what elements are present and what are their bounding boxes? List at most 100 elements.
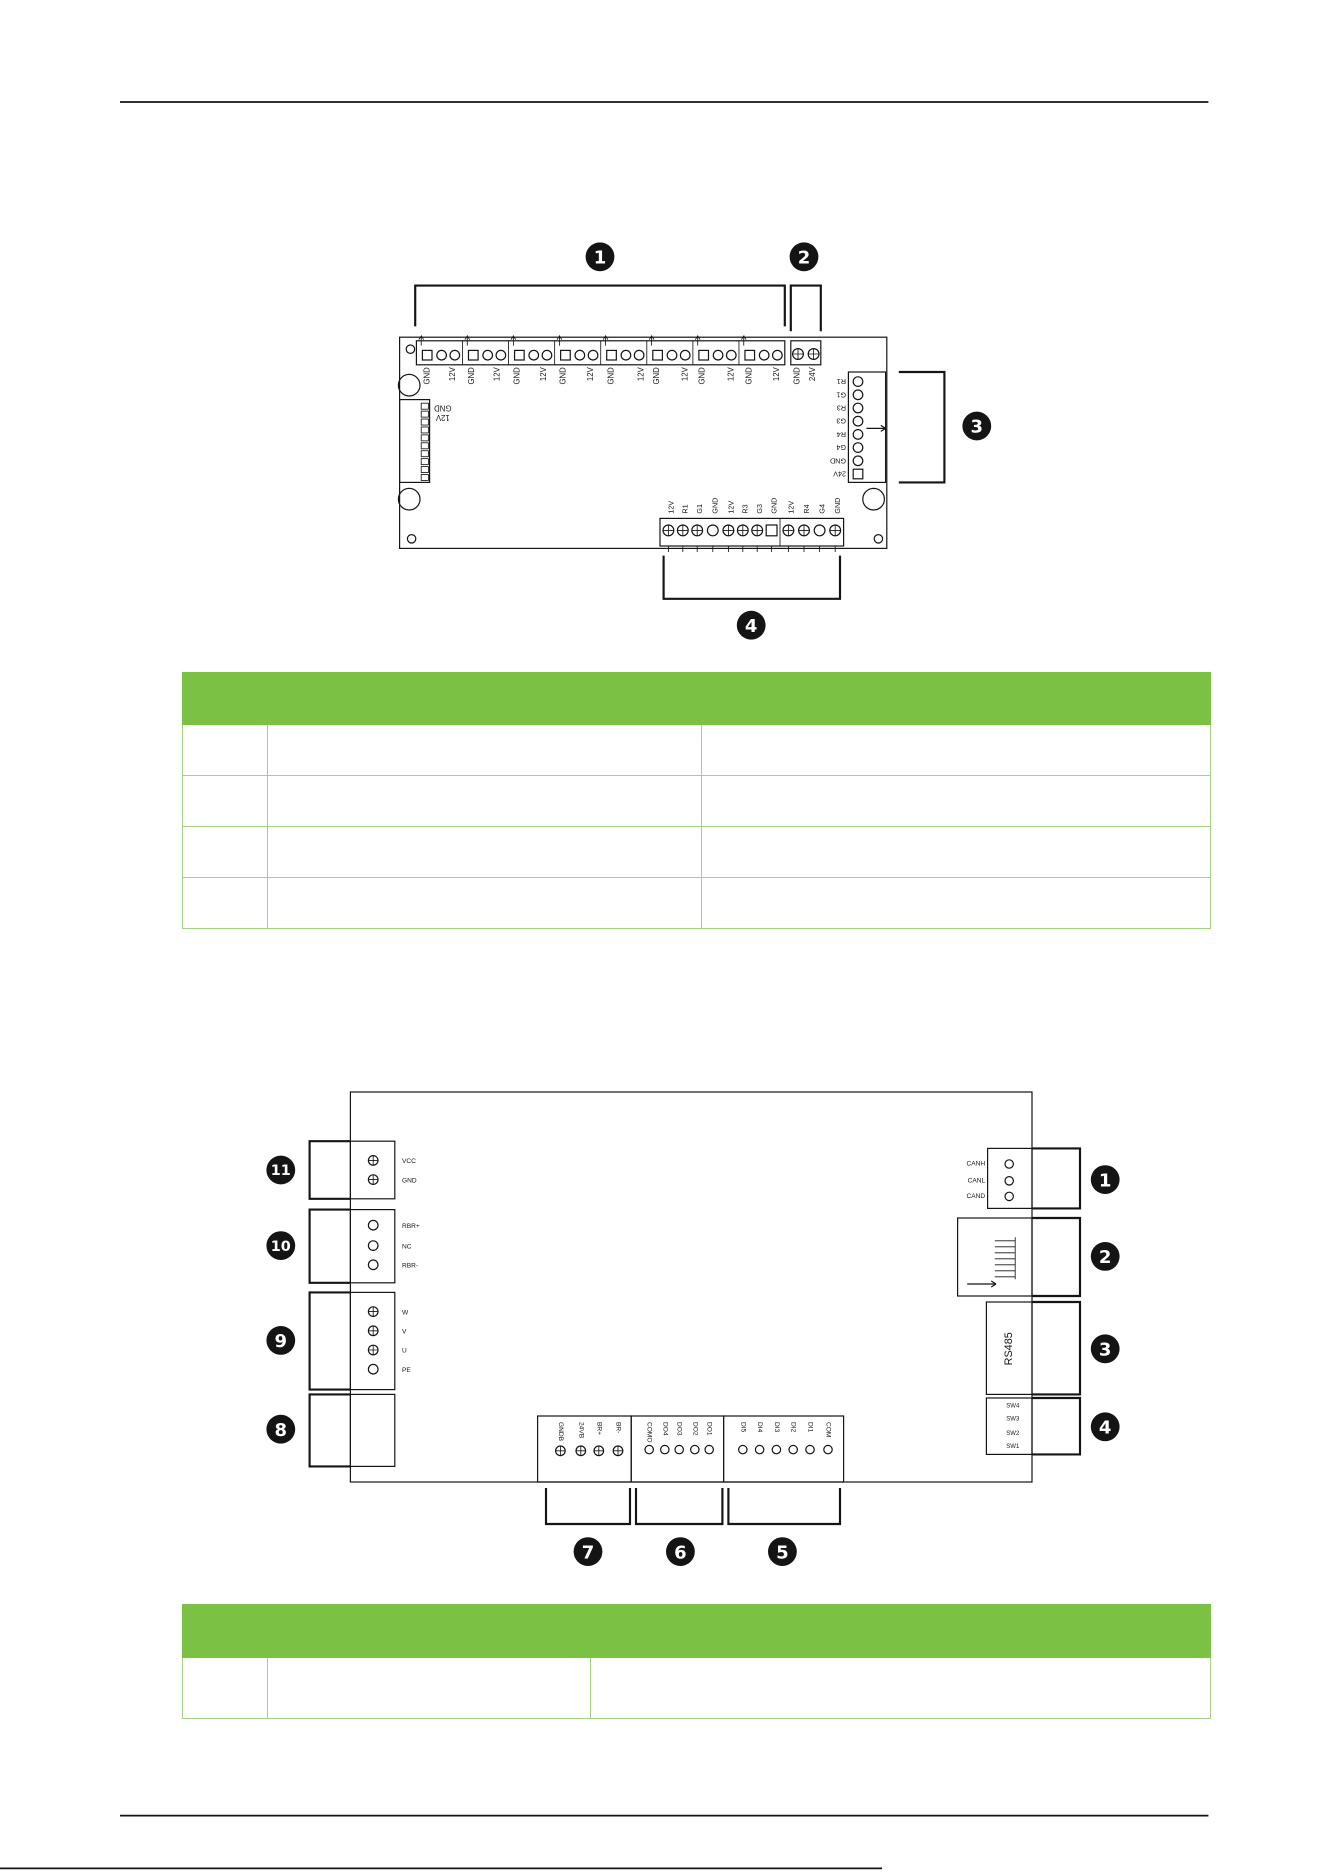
pin-terminal [758,349,770,361]
rs485-label: RS485 [1003,1332,1015,1365]
connector-9-housing [349,1291,396,1391]
callout-number: 2 [1099,1247,1112,1268]
callout-10-badge: 10 [266,1231,296,1260]
square-terminal [744,349,756,361]
callout-7-badge: 7 [573,1537,603,1566]
mounting-hole [862,487,886,511]
terminal-label: CAND [967,1193,986,1200]
square-terminal [606,349,617,361]
badge-circle [962,411,992,441]
connector-10-housing [349,1209,396,1284]
terminal-label: RBR+ [402,1223,420,1230]
terminal-label: R3 [837,403,846,412]
pin-marker [464,334,471,346]
terminal-label: SW1 [1006,1444,1020,1450]
terminal-label: GND [698,367,707,385]
pin-terminal [587,349,599,361]
pin-terminal [367,1363,379,1375]
connector-11-housing [349,1140,396,1200]
pin-terminal [852,376,864,387]
terminal-label: CANL [968,1177,986,1184]
terminal-label: G4 [836,443,846,452]
bracket-5 [727,1488,842,1526]
terminal-label: CANH [967,1161,986,1168]
mounting-hole [397,373,421,397]
callout-4-badge: 4 [1090,1412,1120,1442]
badge-circle [1090,1165,1120,1194]
header-pin [420,458,429,466]
table-cell [182,826,268,878]
bracket-4 [1032,1396,1082,1456]
table-cell [267,1657,591,1719]
arrow-mark [967,1280,997,1288]
pin-terminal [367,1240,379,1251]
terminal-label: 12V [786,501,795,514]
badge-circle [666,1537,695,1566]
pin-terminal [852,442,864,453]
pin-terminal [690,1444,700,1455]
badge-circle [266,1326,296,1355]
pin-terminal [574,349,586,361]
pin-terminal [495,349,507,361]
terminal-label: 12V [539,366,548,381]
terminal-label: COMO [646,1422,653,1443]
bracket-7 [544,1488,632,1526]
power-connector-housing [790,340,822,366]
pin-terminal [852,415,864,427]
pin-marker [694,334,701,346]
callout-number: 7 [582,1542,595,1563]
header-pin [420,402,429,410]
table-cell [590,1657,1211,1719]
terminal-label: 12V [772,366,781,381]
pin-terminal [823,1444,833,1455]
connector-2-port [957,1217,1033,1297]
square-terminal [765,524,778,537]
connector-8-housing [349,1393,396,1467]
bracket-11 [308,1140,351,1200]
terminal-label: VCC [402,1158,416,1165]
pin-marker [510,334,517,346]
connector-4-housing [985,1397,1033,1455]
pin-terminal [644,1444,655,1455]
pin-terminal [620,349,632,361]
terminal-label: R3 [741,504,750,513]
header-pin [420,410,429,418]
terminal-label: G1 [695,504,704,514]
pin-terminal [712,349,724,361]
square-terminal [467,349,479,361]
header-cell [590,1604,1211,1658]
table-cell [267,724,702,776]
pin-terminal [704,1444,715,1455]
pin-terminal [852,429,864,440]
bracket-2 [789,284,822,332]
screw-hole [873,534,884,544]
callout-2-badge: 2 [789,242,819,272]
terminal-label: R4 [837,430,846,439]
terminal-label: 12V [492,366,501,381]
bracket-1 [1032,1147,1082,1210]
terminal-label: 24V [833,469,846,478]
terminal-label: GND [513,367,522,385]
terminal-label: GND [467,367,476,385]
terminal-label: GND [833,498,842,514]
pin-terminal [706,524,719,537]
terminal-label: 24VB [577,1422,584,1439]
square-terminal [698,349,710,361]
terminal-label: SW4 [1006,1403,1020,1409]
header-pin [420,426,429,434]
pin-terminal [367,1259,379,1271]
screw-slot [798,525,810,536]
callout-number: 1 [594,248,607,269]
pin-terminal [367,1219,379,1231]
table-row [182,724,1211,776]
screw-slot [613,1446,623,1456]
terminal-label: DO2 [691,1422,698,1436]
terminal-label: G4 [818,504,827,514]
terminal-label: DI2 [790,1422,797,1433]
terminal-label: NC [402,1243,412,1250]
